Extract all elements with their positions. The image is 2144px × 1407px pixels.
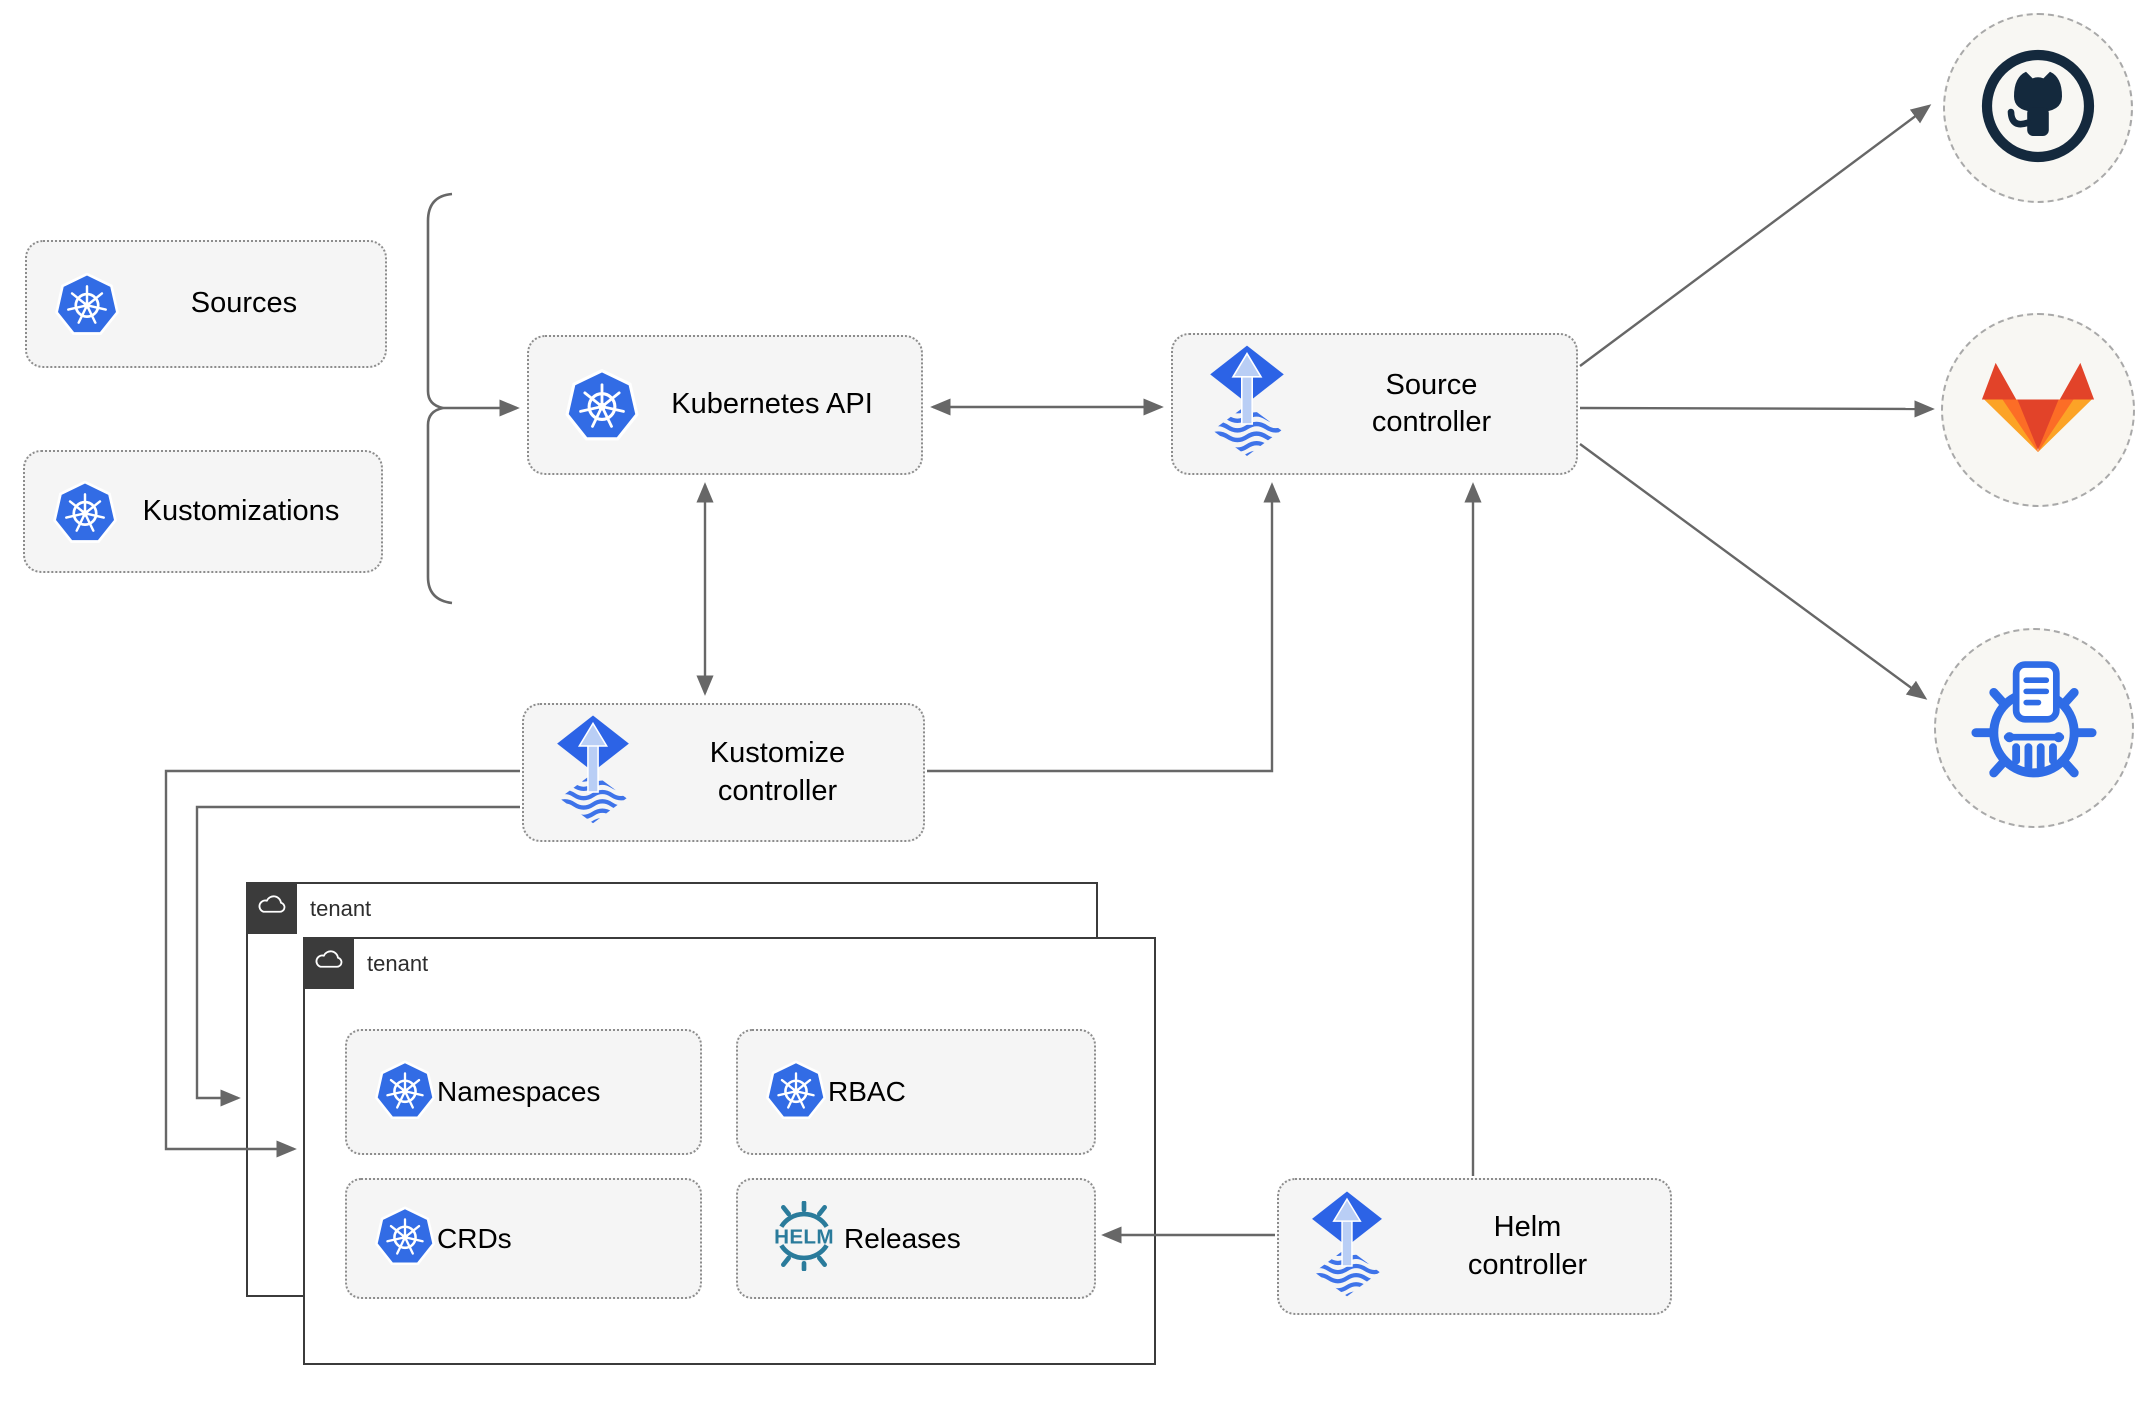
edge-kustomize-source [927,482,1281,773]
bracket-sources-group [426,192,453,605]
kubernetes-icon [764,1058,828,1127]
chartmuseum-icon [1967,659,2101,798]
node-source-controller: Source controller [1171,333,1578,475]
node-rbac-label: RBAC [828,1076,906,1107]
kubernetes-icon [373,1204,437,1273]
node-crds: CRDs [345,1178,702,1299]
tenant-label: tenant [367,951,429,976]
kubernetes-icon [373,1058,437,1127]
node-crds-label: CRDs [437,1222,512,1254]
cloud-icon [255,894,289,922]
endpoint-chartmuseum [1934,628,2134,828]
helm-wordmark: HELM [774,1225,834,1248]
node-sources-label: Sources [190,287,298,320]
tenant-header [303,937,354,989]
helm-icon: HELM [764,1200,844,1276]
node-kustomizations: Kustomizations [23,450,383,573]
tenant-box-front: tenant Namespaces RBAC CRDs [303,937,1156,1365]
node-kustomize-controller-label: Kustomize controller [709,737,846,807]
tenant-header [246,882,297,934]
node-releases: HELM Releases [736,1178,1096,1299]
edge-source-gitlab [1579,400,1935,418]
kubernetes-icon [563,366,641,444]
node-sources: Sources [25,240,387,368]
github-icon [1978,46,2098,171]
node-kubernetes-api: Kubernetes API [527,335,923,475]
node-helm-controller: Helm controller [1277,1178,1672,1315]
edge-source-chartmuseum [1579,443,1928,700]
endpoint-gitlab [1941,313,2135,507]
flux-icon [554,714,632,831]
node-namespaces: Namespaces [345,1029,702,1155]
kubernetes-icon [51,478,119,546]
node-kustomize-controller: Kustomize controller [522,703,925,842]
edge-source-github [1579,104,1932,367]
node-rbac: RBAC [736,1029,1096,1155]
node-helm-controller-label: Helm controller [1467,1211,1588,1281]
flux-icon [1207,344,1287,464]
node-source-controller-label: Source controller [1371,368,1492,438]
flux-icon [1309,1190,1385,1304]
node-kustomizations-label: Kustomizations [142,494,340,527]
node-releases-label: Releases [844,1222,961,1254]
endpoint-github [1943,13,2133,203]
cloud-icon [312,949,346,977]
node-kubernetes-api-label: Kubernetes API [671,388,873,421]
tenant-label: tenant [310,896,372,921]
gitlab-icon [1975,356,2101,464]
node-namespaces-label: Namespaces [437,1076,601,1107]
kubernetes-icon [53,270,121,338]
